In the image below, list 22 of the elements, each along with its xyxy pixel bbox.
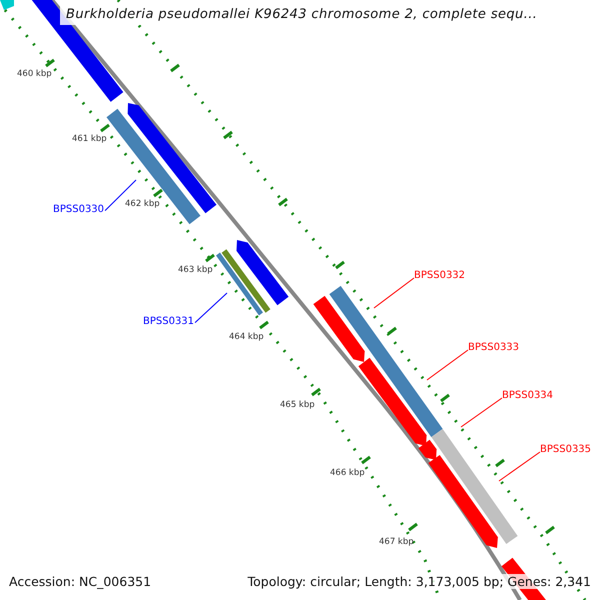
leader-line — [194, 292, 228, 324]
leader-line — [104, 180, 136, 212]
tick-label: 462 kbp — [125, 199, 160, 209]
gene-label: BPSS0334 — [502, 390, 554, 401]
gene-label: BPSS0333 — [468, 342, 520, 353]
genome-stats-text: Topology: circular; Length: 3,173,005 bp; Genes: 2,341 — [248, 574, 591, 589]
tick-label: 463 kbp — [178, 265, 213, 275]
leader-line — [374, 278, 414, 308]
gene-label: BPSS0331 — [143, 316, 194, 327]
leader-line — [460, 398, 502, 428]
tick-label: 465 kbp — [280, 400, 315, 410]
accession-text: Accession: NC_006351 — [9, 574, 152, 589]
tick-label: 460 kbp — [17, 69, 52, 79]
leader-line — [426, 350, 468, 380]
gene-label: BPSS0330 — [53, 204, 104, 215]
leader-line — [498, 452, 540, 482]
tick-label: 461 kbp — [72, 134, 107, 144]
gene-label: BPSS0335 — [540, 444, 592, 455]
gene-label: BPSS0332 — [414, 270, 466, 281]
tick-label: 467 kbp — [379, 537, 414, 547]
tick-label: 466 kbp — [330, 468, 365, 478]
tick-label: 464 kbp — [229, 332, 264, 342]
